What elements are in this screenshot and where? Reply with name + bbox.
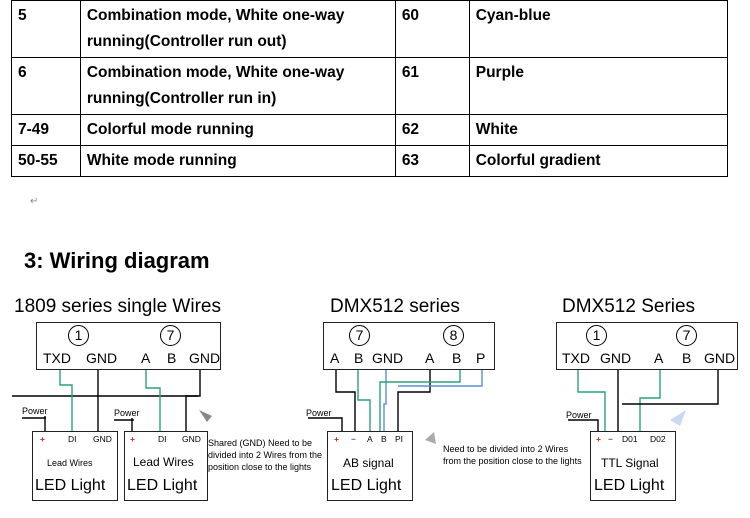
controller-port-box	[36, 322, 221, 370]
pin-label: B	[167, 350, 177, 366]
pin-label: B	[381, 434, 387, 444]
wiring-note: Need to be divided into 2 Wires from the…	[443, 444, 582, 466]
port-number: 1	[68, 325, 89, 346]
pin-label: +	[596, 434, 601, 444]
pin-label: D01	[622, 434, 638, 444]
light-caption: Lead Wires	[47, 458, 93, 468]
pin-label: GND	[704, 350, 736, 366]
led-light-box	[124, 431, 208, 501]
pin-label: GND	[182, 434, 201, 444]
diagram-title: DMX512 series	[330, 296, 460, 317]
port-number: 8	[443, 325, 464, 346]
port-number: 7	[160, 325, 181, 346]
mode-description: Cyan-blue	[468, 0, 729, 58]
table-row: 7-49 Colorful mode running 62 White	[11, 114, 729, 146]
pin-label: GND	[372, 350, 404, 366]
pin-label: A	[141, 350, 151, 366]
controller-port-box	[323, 322, 495, 370]
pin-label: A	[425, 350, 435, 366]
led-light-box	[32, 431, 118, 501]
mode-description: White	[468, 114, 729, 146]
mode-table: 5 Combination mode, White one-way runnin…	[11, 0, 729, 177]
pin-label: GND	[86, 350, 118, 366]
port-number: 7	[349, 325, 370, 346]
light-caption: Lead Wires	[133, 455, 194, 469]
pin-label: A	[330, 350, 340, 366]
pin-label: TXD	[43, 350, 71, 366]
light-caption: TTL Signal	[601, 456, 659, 470]
pin-label: +	[334, 434, 339, 444]
power-label: Power	[566, 410, 592, 420]
pin-label: P	[476, 350, 486, 366]
mode-description: Colorful gradient	[468, 145, 729, 177]
pin-label: TXD	[562, 350, 590, 366]
mode-description: Purple	[468, 57, 729, 115]
pin-label: D02	[650, 434, 666, 444]
pin-label: DI	[68, 434, 77, 444]
power-label: Power	[22, 406, 48, 416]
table-row: 6 Combination mode, White one-way runnin…	[11, 57, 729, 115]
light-caption: AB signal	[343, 456, 394, 470]
pin-label: −	[608, 434, 613, 444]
light-name: LED Light	[127, 477, 198, 494]
pin-label: GND	[93, 434, 112, 444]
mode-code: 6	[11, 57, 81, 115]
mode-code: 5	[11, 0, 81, 58]
mode-code: 63	[394, 145, 470, 177]
pin-label: DI	[158, 434, 167, 444]
mode-description: White mode running	[79, 145, 396, 177]
pin-label: B	[682, 350, 692, 366]
pin-label: PI	[395, 434, 404, 444]
led-light-box	[590, 431, 676, 501]
pin-label: +	[130, 434, 135, 444]
pin-label: A	[367, 434, 373, 444]
table-row: 50-55 White mode running 63 Colorful gra…	[11, 145, 729, 177]
paragraph-mark: ↵	[30, 196, 39, 207]
pin-label: B	[354, 350, 364, 366]
mode-code: 61	[394, 57, 470, 115]
light-name: LED Light	[35, 477, 106, 494]
mode-description: Colorful mode running	[79, 114, 396, 146]
light-name: LED Light	[331, 477, 402, 494]
wiring-note: Shared (GND) Need to be divided into 2 W…	[208, 438, 323, 472]
port-number: 7	[676, 325, 697, 346]
pin-label: +	[40, 434, 45, 444]
mode-code: 50-55	[11, 145, 81, 177]
section-heading: 3: Wiring diagram	[24, 248, 210, 273]
mode-description: Combination mode, White one-way running(…	[79, 57, 396, 115]
diagram-title: DMX512 Series	[562, 296, 696, 317]
pin-label: B	[452, 350, 462, 366]
port-number: 1	[586, 325, 607, 346]
light-name: LED Light	[594, 477, 665, 494]
mode-code: 60	[394, 0, 470, 58]
table-row: 5 Combination mode, White one-way runnin…	[11, 0, 729, 58]
led-light-box	[327, 431, 413, 501]
pin-label: GND	[600, 350, 632, 366]
diagram-title: 1809 series single Wires	[14, 296, 221, 317]
pin-label: GND	[189, 350, 221, 366]
power-label: Power	[114, 408, 140, 418]
pin-label: −	[351, 434, 356, 444]
power-label: Power	[306, 408, 332, 418]
pin-label: A	[654, 350, 664, 366]
